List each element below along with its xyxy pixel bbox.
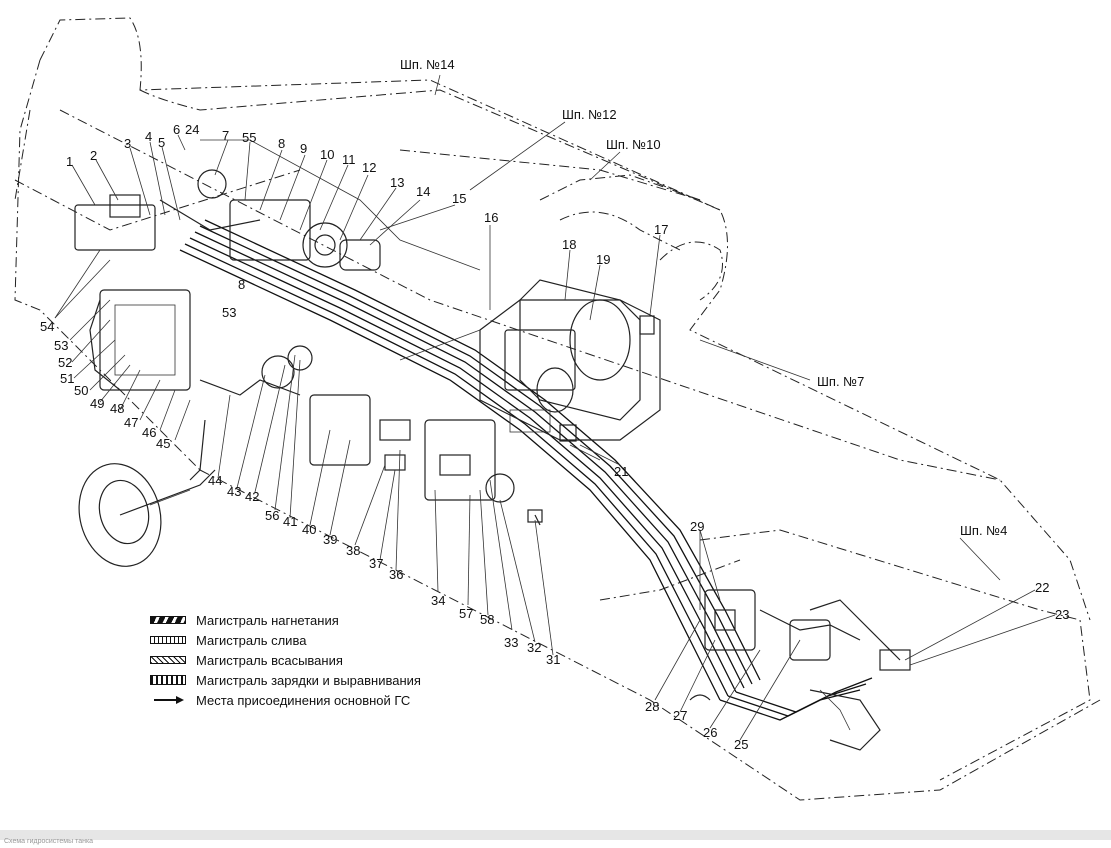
callout-number: 31	[546, 652, 560, 667]
legend-label: Магистраль нагнетания	[196, 612, 339, 628]
legend-item-connection: Места присоединения основной ГС	[150, 690, 421, 710]
callout-number: 15	[452, 191, 466, 206]
station-12-label: Шп. №12	[562, 107, 617, 122]
callout-number: 16	[484, 210, 498, 225]
callout-number: 7	[222, 128, 229, 143]
callout-number: 5	[158, 135, 165, 150]
callout-number: 47	[124, 415, 138, 430]
station-4-label: Шп. №4	[960, 523, 1007, 538]
arrow-right-icon	[150, 696, 186, 704]
callout-number: 53	[222, 305, 236, 320]
callout-number: 49	[90, 396, 104, 411]
legend-label: Магистраль зарядки и выравнивания	[196, 672, 421, 688]
callout-number: 9	[300, 141, 307, 156]
middle-unit-cluster	[189, 345, 543, 526]
drain-line-symbol-icon	[150, 636, 186, 644]
callout-number: 17	[654, 222, 668, 237]
callout-numbers: 1 2 3 4 5 6 24 7 55 8 9 10 11 12 13 14 1…	[40, 122, 1069, 752]
callout-number: 50	[74, 383, 88, 398]
callout-number: 36	[389, 567, 403, 582]
callout-leaders	[54, 134, 1056, 741]
callout-number: 46	[142, 425, 156, 440]
callout-number: 54	[40, 319, 54, 334]
callout-number: 45	[156, 436, 170, 451]
callout-number: 37	[369, 556, 383, 571]
callout-number: 8	[238, 277, 245, 292]
callout-number: 2	[90, 148, 97, 163]
legend-item-pressure: Магистраль нагнетания	[150, 610, 421, 630]
road-wheel	[78, 463, 216, 567]
callout-number: 23	[1055, 607, 1069, 622]
callout-number: 34	[431, 593, 445, 608]
callout-number: 57	[459, 606, 473, 621]
callout-number: 55	[242, 130, 256, 145]
callout-number: 10	[320, 147, 334, 162]
callout-number: 44	[208, 473, 222, 488]
callout-number: 25	[734, 737, 748, 752]
callout-number: 3	[124, 136, 131, 151]
callout-number: 11	[342, 152, 356, 167]
callout-number: 39	[323, 532, 337, 547]
callout-number: 41	[283, 514, 297, 529]
charging-line-symbol-icon	[150, 675, 186, 685]
callout-number: 58	[480, 612, 494, 627]
station-14-label: Шп. №14	[400, 57, 455, 72]
rear-reservoir-cluster	[399, 279, 661, 461]
station-leaders	[434, 74, 1001, 581]
footer-text: Схема гидросистемы танка	[4, 838, 94, 845]
legend-item-charging: Магистраль зарядки и выравнивания	[150, 670, 421, 690]
station-10-label: Шп. №10	[606, 137, 661, 152]
callout-number: 13	[390, 175, 404, 190]
rear-valve-cluster	[689, 589, 911, 751]
callout-number: 8	[278, 136, 285, 151]
callout-number: 26	[703, 725, 717, 740]
legend-label: Магистраль слива	[196, 632, 307, 648]
callout-number: 48	[110, 401, 124, 416]
callout-number: 22	[1035, 580, 1049, 595]
callout-number: 27	[673, 708, 687, 723]
main-pipe-bundle	[179, 219, 873, 721]
callout-number: 19	[596, 252, 610, 267]
callout-number: 52	[58, 355, 72, 370]
callout-number: 29	[690, 519, 704, 534]
callout-number: 38	[346, 543, 360, 558]
callout-number: 14	[416, 184, 430, 199]
legend: Магистраль нагнетания Магистраль слива М…	[150, 610, 421, 710]
station-7-label: Шп. №7	[817, 374, 864, 389]
legend-label: Магистраль всасывания	[196, 652, 343, 668]
pressure-line-symbol-icon	[150, 616, 186, 624]
callout-number: 18	[562, 237, 576, 252]
legend-item-suction: Магистраль всасывания	[150, 650, 421, 670]
callout-number: 42	[245, 489, 259, 504]
callout-number: 56	[265, 508, 279, 523]
callout-number: 24	[185, 122, 199, 137]
footer-bar: Схема гидросистемы танка	[0, 830, 1111, 845]
legend-label: Места присоединения основной ГС	[196, 692, 411, 708]
station-labels: Шп. №14 Шп. №12 Шп. №10 Шп. №7 Шп. №4	[400, 57, 1007, 538]
callout-number: 28	[645, 699, 659, 714]
callout-number: 1	[66, 154, 73, 169]
suction-line-symbol-icon	[150, 656, 186, 664]
callout-number: 6	[173, 122, 180, 137]
callout-number: 12	[362, 160, 376, 175]
callout-number: 40	[302, 522, 316, 537]
hull-outline	[14, 17, 1101, 801]
callout-number: 51	[60, 371, 74, 386]
callout-number: 4	[145, 129, 152, 144]
callout-number: 53	[54, 338, 68, 353]
callout-number: 43	[227, 484, 241, 499]
legend-item-drain: Магистраль слива	[150, 630, 421, 650]
callout-number: 33	[504, 635, 518, 650]
callout-number: 32	[527, 640, 541, 655]
callout-number: 21	[614, 464, 628, 479]
